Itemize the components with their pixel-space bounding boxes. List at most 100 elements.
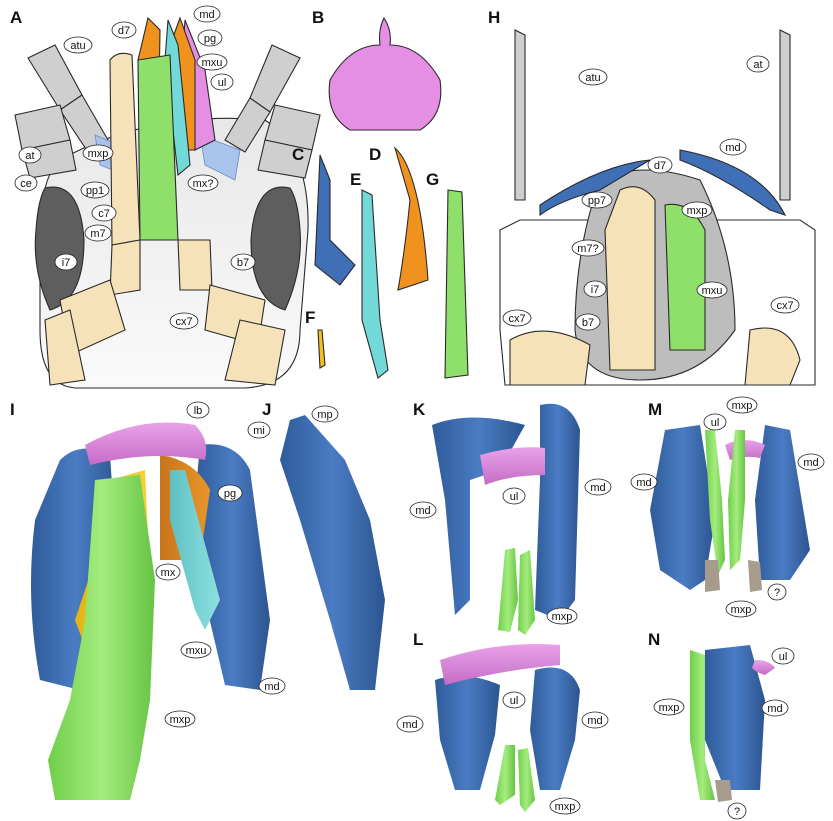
mandible-k-left <box>432 417 525 615</box>
label-i7: i7 <box>54 253 78 271</box>
svg-text:i7: i7 <box>62 257 71 269</box>
panel-letter-a: A <box>10 8 22 27</box>
label-at: at <box>18 146 42 164</box>
svg-text:ul: ul <box>218 77 227 89</box>
maxilliped-i <box>48 475 155 800</box>
svg-text:mx: mx <box>161 567 176 579</box>
panel-letter-i: I <box>10 400 15 419</box>
label-m-md-left: md <box>630 473 658 491</box>
maxilliped-l-left <box>495 745 515 805</box>
svg-text:md: md <box>725 142 740 154</box>
panel-j: J mp mi <box>247 400 385 690</box>
mandible-fringe-right <box>199 134 241 181</box>
maxillula-i <box>170 470 220 630</box>
panel-k: K md ul md mxp <box>409 400 612 635</box>
label-k-md-right: md <box>584 478 612 496</box>
panel-letter-m: M <box>648 400 662 419</box>
label-l-md-right: md <box>581 711 609 729</box>
label-j-mi: mi <box>247 421 271 439</box>
label-n-ul: ul <box>771 647 795 665</box>
label-d7: d7 <box>111 21 137 39</box>
svg-text:mxp: mxp <box>170 714 191 726</box>
paragnath-detail-d <box>393 146 429 291</box>
panel-letter-h: H <box>488 8 500 27</box>
svg-text:ul: ul <box>711 417 720 429</box>
upper-lip-k <box>480 447 545 485</box>
panel-n: N ul mxp md ? <box>648 630 795 820</box>
label-k-mxp: mxp <box>546 607 578 625</box>
svg-text:atu: atu <box>70 40 85 52</box>
svg-text:mxp: mxp <box>555 801 576 813</box>
label-h-mxu: mxu <box>696 281 728 299</box>
maxilliped-h <box>664 203 706 351</box>
svg-text:md: md <box>803 457 818 469</box>
svg-text:md: md <box>199 9 214 21</box>
svg-text:lb: lb <box>194 405 203 417</box>
svg-text:m7?: m7? <box>577 243 598 255</box>
svg-text:pg: pg <box>224 488 236 500</box>
panel-letter-b: B <box>312 8 324 27</box>
label-cx7: cx7 <box>169 312 199 330</box>
maxilliped-detail-g <box>444 189 469 379</box>
antennae-right <box>224 44 321 179</box>
svg-text:mx?: mx? <box>193 178 214 190</box>
label-n-md: md <box>761 699 789 717</box>
label-m-q: ? <box>767 583 787 601</box>
svg-text:cx7: cx7 <box>776 300 793 312</box>
svg-text:md: md <box>264 681 279 693</box>
svg-text:md: md <box>587 715 602 727</box>
label-h-m7: m7? <box>571 239 605 257</box>
svg-text:i7: i7 <box>591 284 600 296</box>
label-n-mxp: mxp <box>653 698 685 716</box>
svg-text:d7: d7 <box>654 160 666 172</box>
mandible-j <box>280 415 385 690</box>
svg-text:d7: d7 <box>118 25 130 37</box>
svg-text:md: md <box>415 505 430 517</box>
panel-letter-j: J <box>262 400 271 419</box>
label-ce: ce <box>14 174 38 192</box>
label-i-lb: lb <box>186 401 210 419</box>
svg-text:cx7: cx7 <box>508 313 525 325</box>
label-c7: c7 <box>91 204 117 222</box>
panel-letter-e: E <box>350 170 361 189</box>
label-i-mxp: mxp <box>164 710 196 728</box>
label-h-d7: d7 <box>647 156 673 174</box>
maxillula-detail-e <box>361 189 389 379</box>
label-h-atu: atu <box>578 68 608 86</box>
mandible-detail-c <box>314 154 356 286</box>
svg-text:ul: ul <box>510 695 519 707</box>
mandible-i-right <box>195 444 270 690</box>
svg-text:mxp: mxp <box>552 611 573 623</box>
label-h-at: at <box>746 55 770 73</box>
panel-i: I lb pg mx mxu md mxp <box>10 400 286 800</box>
upper-lip-n <box>752 660 775 675</box>
svg-text:pg: pg <box>204 33 216 45</box>
maxillula-part <box>164 19 191 177</box>
panel-letter-d: D <box>369 145 381 164</box>
panel-l: L md ul md mxp <box>396 630 609 815</box>
question-part-m-right <box>748 560 762 592</box>
svg-text:ul: ul <box>510 491 519 503</box>
question-part-n <box>715 780 732 802</box>
labrum-i <box>85 422 207 465</box>
mandible-k-right <box>535 403 580 620</box>
label-h-mxp: mxp <box>681 201 713 219</box>
legs-h <box>509 186 801 386</box>
svg-text:mxp: mxp <box>732 400 753 412</box>
svg-text:mxu: mxu <box>202 57 223 69</box>
label-k-ul: ul <box>502 487 526 505</box>
svg-text:mxu: mxu <box>702 285 723 297</box>
svg-text:pp1: pp1 <box>86 185 104 197</box>
svg-text:md: md <box>402 719 417 731</box>
mandible-l-right <box>530 667 580 790</box>
panel-letter-l: L <box>413 630 423 649</box>
panels-c-to-g: C D E F G <box>292 145 469 379</box>
maxilliped-k-left <box>498 548 518 632</box>
panel-m: M ul mxp md md mxp ? <box>630 396 825 618</box>
svg-text:mxp: mxp <box>88 148 109 160</box>
maxilliped-k-right <box>518 550 535 635</box>
svg-text:?: ? <box>774 587 780 599</box>
svg-text:mxu: mxu <box>186 645 207 657</box>
maxilliped-m-left <box>705 430 725 575</box>
label-l-mxp: mxp <box>549 797 581 815</box>
